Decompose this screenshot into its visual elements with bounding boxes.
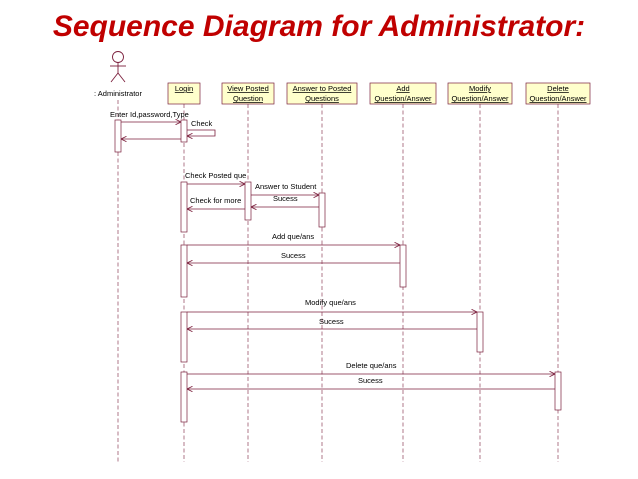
activation-bar [180, 371, 188, 423]
lifeline-label: Delete [547, 84, 569, 93]
activation-bar [318, 192, 326, 228]
message-label: Sucess [273, 194, 298, 203]
lifeline-modify-header: Modify Question/Answer [447, 82, 513, 105]
lifeline-label: Add [396, 84, 409, 93]
message-label: Check [191, 119, 213, 128]
message-label: Sucess [358, 376, 383, 385]
lifeline-label: Question/Answer [374, 94, 432, 103]
lifeline-label: Login [175, 84, 193, 93]
lifeline-answer-header: Answer to Posted Questions [286, 82, 358, 105]
message-label: Delete que/ans [346, 361, 397, 370]
actor-administrator: : Administrator [94, 51, 142, 98]
activation-bar [114, 119, 122, 153]
lifeline-label: Modify [469, 84, 491, 93]
activation-bar [180, 181, 188, 233]
lifeline-label: View Posted [227, 84, 269, 93]
activation-bar [399, 244, 407, 288]
lifeline-label: Answer to Posted [293, 84, 352, 93]
lifeline-label: Questions [305, 94, 339, 103]
message-label: Sucess [319, 317, 344, 326]
message-label: Check for more [190, 196, 241, 205]
activation-bar [180, 244, 188, 298]
message-label: Check Posted que [185, 171, 246, 180]
message-label: Sucess [281, 251, 306, 260]
message-arrow-check [187, 129, 216, 136]
page-title: Sequence Diagram for Administrator: [52, 10, 586, 43]
activation-bar [476, 311, 484, 353]
lifeline-login-header: Login [167, 82, 201, 105]
message-label: Modify que/ans [305, 298, 356, 307]
actor-stick-figure-icon [110, 51, 126, 83]
lifeline-delete-header: Delete Question/Answer [525, 82, 591, 105]
activation-bar [180, 119, 188, 143]
message-label: Enter Id,password,Type [110, 110, 189, 119]
activation-bar [180, 311, 188, 363]
lifeline-label: Question [233, 94, 263, 103]
lifeline-label: Question/Answer [529, 94, 587, 103]
actor-label: : Administrator [94, 89, 142, 98]
message-label: Answer to Student [255, 182, 317, 191]
lifeline-view-header: View Posted Question [221, 82, 275, 105]
lifeline-label: Question/Answer [451, 94, 509, 103]
lifeline-add-header: Add Question/Answer [369, 82, 437, 105]
activation-bar [554, 371, 562, 411]
message-label: Add que/ans [272, 232, 314, 241]
activation-bar [244, 181, 252, 221]
